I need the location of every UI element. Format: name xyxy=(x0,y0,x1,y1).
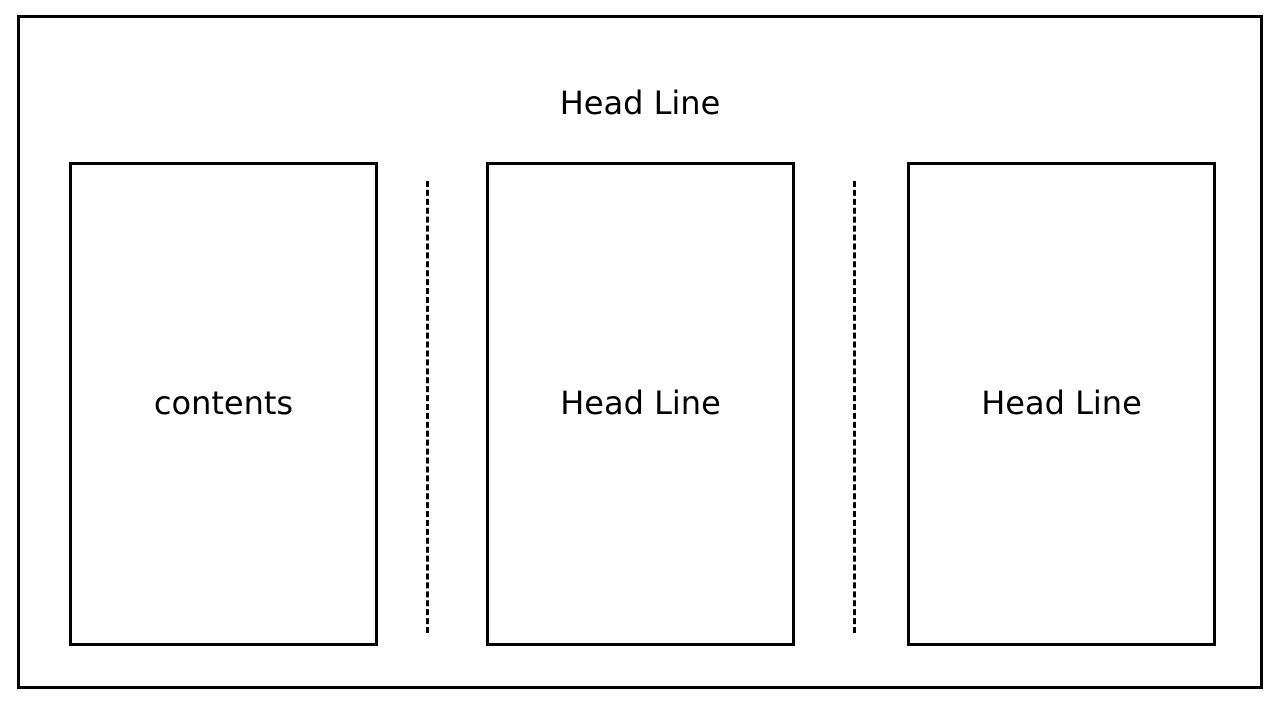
panel-contents: contents xyxy=(69,162,378,646)
panel-label: Head Line xyxy=(560,384,721,422)
panel-label: Head Line xyxy=(981,384,1142,422)
panel-label: contents xyxy=(153,384,294,422)
dashed-divider xyxy=(853,181,856,633)
page-headline: Head Line xyxy=(559,84,721,122)
dashed-divider xyxy=(426,181,429,633)
panel-headline-right: Head Line xyxy=(907,162,1216,646)
panel-headline-middle: Head Line xyxy=(486,162,795,646)
